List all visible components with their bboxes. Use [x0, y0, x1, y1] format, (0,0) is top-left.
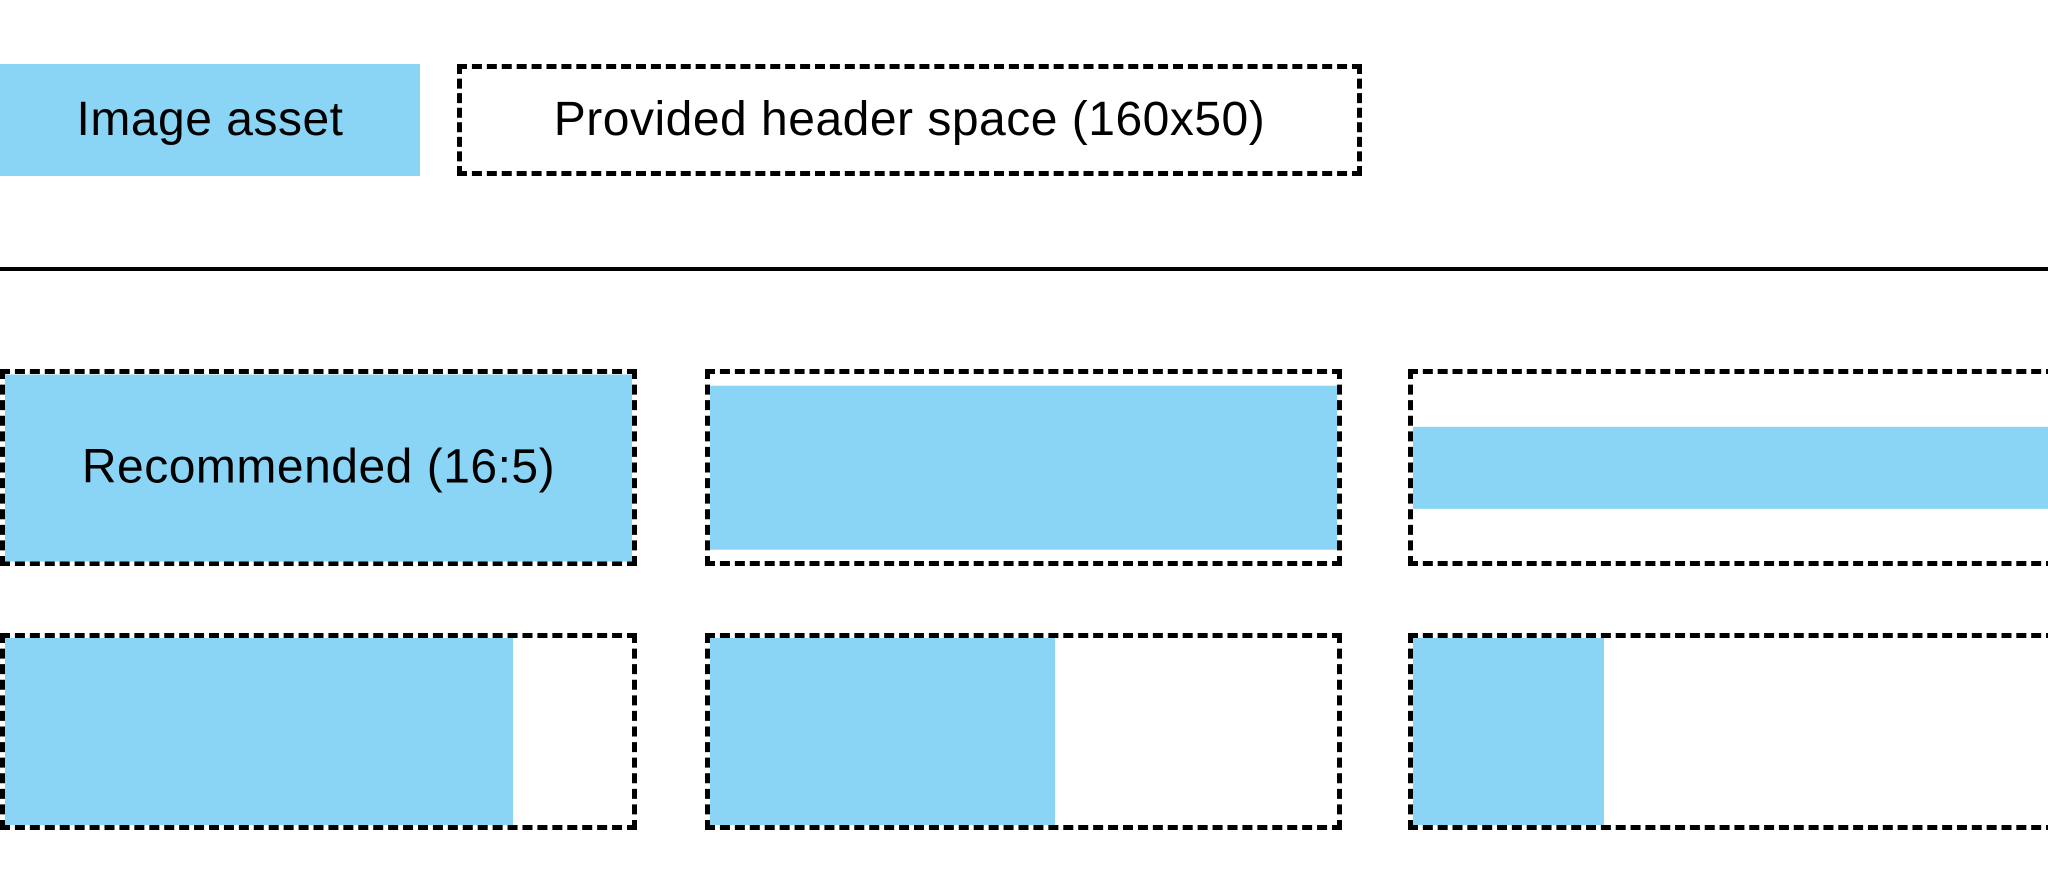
header-space-box-recommended: Recommended (16:5) [0, 369, 637, 566]
header-space-box-wide-partial [0, 633, 637, 830]
image-asset-fill-half-partial [710, 638, 1055, 825]
header-space-legend-label: Provided header space (160x50) [553, 93, 1266, 146]
header-space-box-narrow-partial [1408, 633, 2048, 830]
image-asset-legend-label: Image asset [76, 93, 344, 146]
recommended-ratio-label: Recommended (16:5) [81, 440, 556, 494]
image-asset-fill-wide-partial [5, 638, 513, 825]
header-space-box-thin-band [1408, 369, 2048, 566]
image-asset-fill-tall-band [710, 385, 1337, 550]
image-asset-fill-recommended: Recommended (16:5) [5, 374, 632, 561]
header-space-box-tall-band [705, 369, 1342, 566]
image-asset-fill-narrow-partial [1413, 638, 1605, 825]
image-asset-legend-swatch: Image asset [0, 64, 420, 176]
header-space-box-half-partial [705, 633, 1342, 830]
header-space-legend-box: Provided header space (160x50) [457, 64, 1362, 176]
image-asset-fill-thin-band [1413, 426, 2048, 509]
horizontal-divider [0, 267, 2048, 271]
